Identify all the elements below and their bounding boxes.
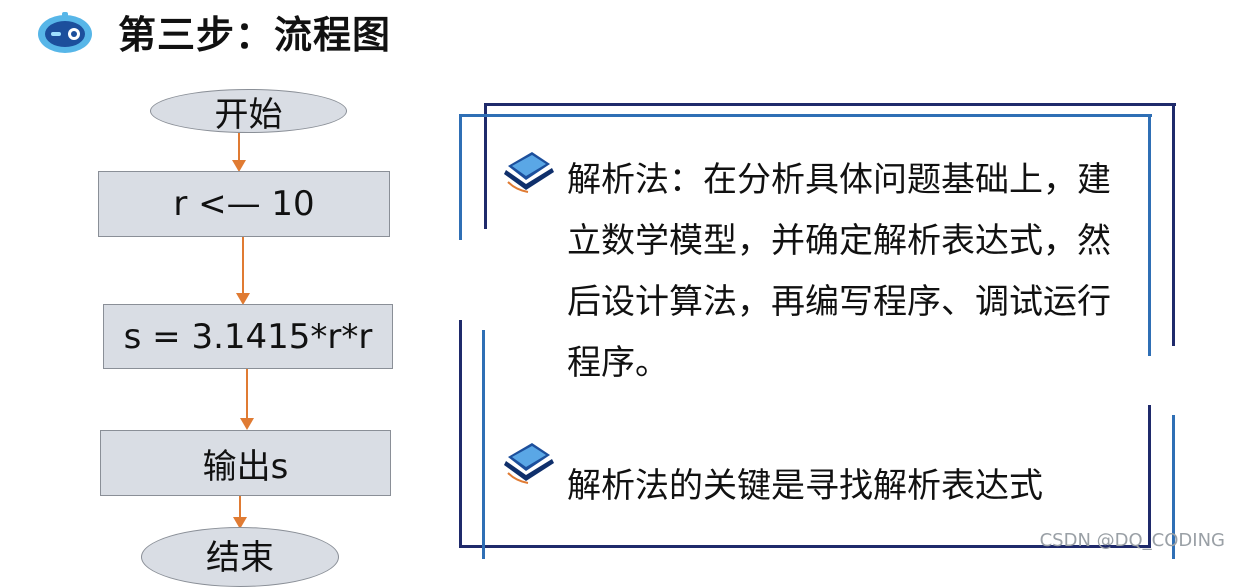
flow-output-node: 输出s xyxy=(100,430,391,496)
robot-head-icon xyxy=(38,12,92,53)
page-title: 第三步：流程图 xyxy=(118,13,392,57)
frame-border xyxy=(459,545,1149,548)
flow-assign-r-node: r <— 10 xyxy=(98,171,390,237)
frame-border xyxy=(1148,405,1151,548)
frame-border xyxy=(459,114,462,240)
flow-end-node: 结束 xyxy=(141,527,339,587)
frame-border xyxy=(484,103,1176,106)
laptop-icon xyxy=(504,443,554,484)
analytic-method-definition: 解析法：在分析具体问题基础上，建立数学模型，并确定解析表达式，然后设计算法，再编… xyxy=(567,160,1111,383)
analytic-method-key-point: 解析法的关键是寻找解析表达式 xyxy=(567,466,1043,506)
frame-border xyxy=(459,320,462,548)
frame-border xyxy=(1172,415,1175,559)
frame-border xyxy=(1172,103,1175,346)
frame-border xyxy=(459,114,1152,117)
flow-arrow xyxy=(236,237,250,305)
frame-border xyxy=(1148,114,1151,356)
watermark: CSDN @DQ_CODING xyxy=(1039,530,1225,551)
flow-arrow xyxy=(232,133,246,172)
flow-start-node: 开始 xyxy=(150,89,347,135)
flow-arrow xyxy=(240,369,254,430)
frame-border xyxy=(482,330,485,559)
laptop-icon xyxy=(504,152,554,193)
flow-arrow xyxy=(233,496,247,529)
flow-compute-s-node: s = 3.1415*r*r xyxy=(103,304,393,369)
frame-border xyxy=(484,103,487,229)
